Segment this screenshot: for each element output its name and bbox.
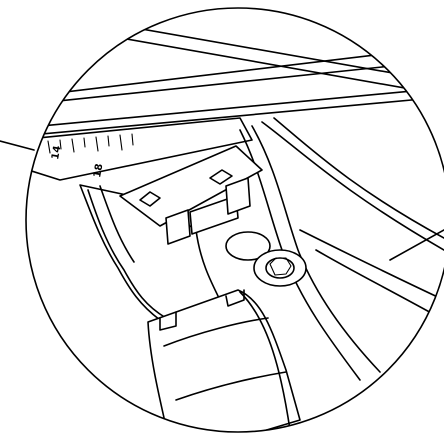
latch-block xyxy=(119,145,263,245)
lower-jaw xyxy=(147,289,301,432)
scale-label-14: 14 xyxy=(50,145,63,161)
scale-label-18: 18 xyxy=(92,163,105,179)
callout-circle xyxy=(25,7,444,433)
magnified-detail: 14 18 xyxy=(26,19,444,432)
leader-line xyxy=(0,140,35,151)
measuring-scale: 14 18 xyxy=(26,117,253,181)
hex-socket-screw-icon xyxy=(225,231,307,287)
right-frame xyxy=(299,229,444,321)
upper-rails xyxy=(26,19,444,137)
